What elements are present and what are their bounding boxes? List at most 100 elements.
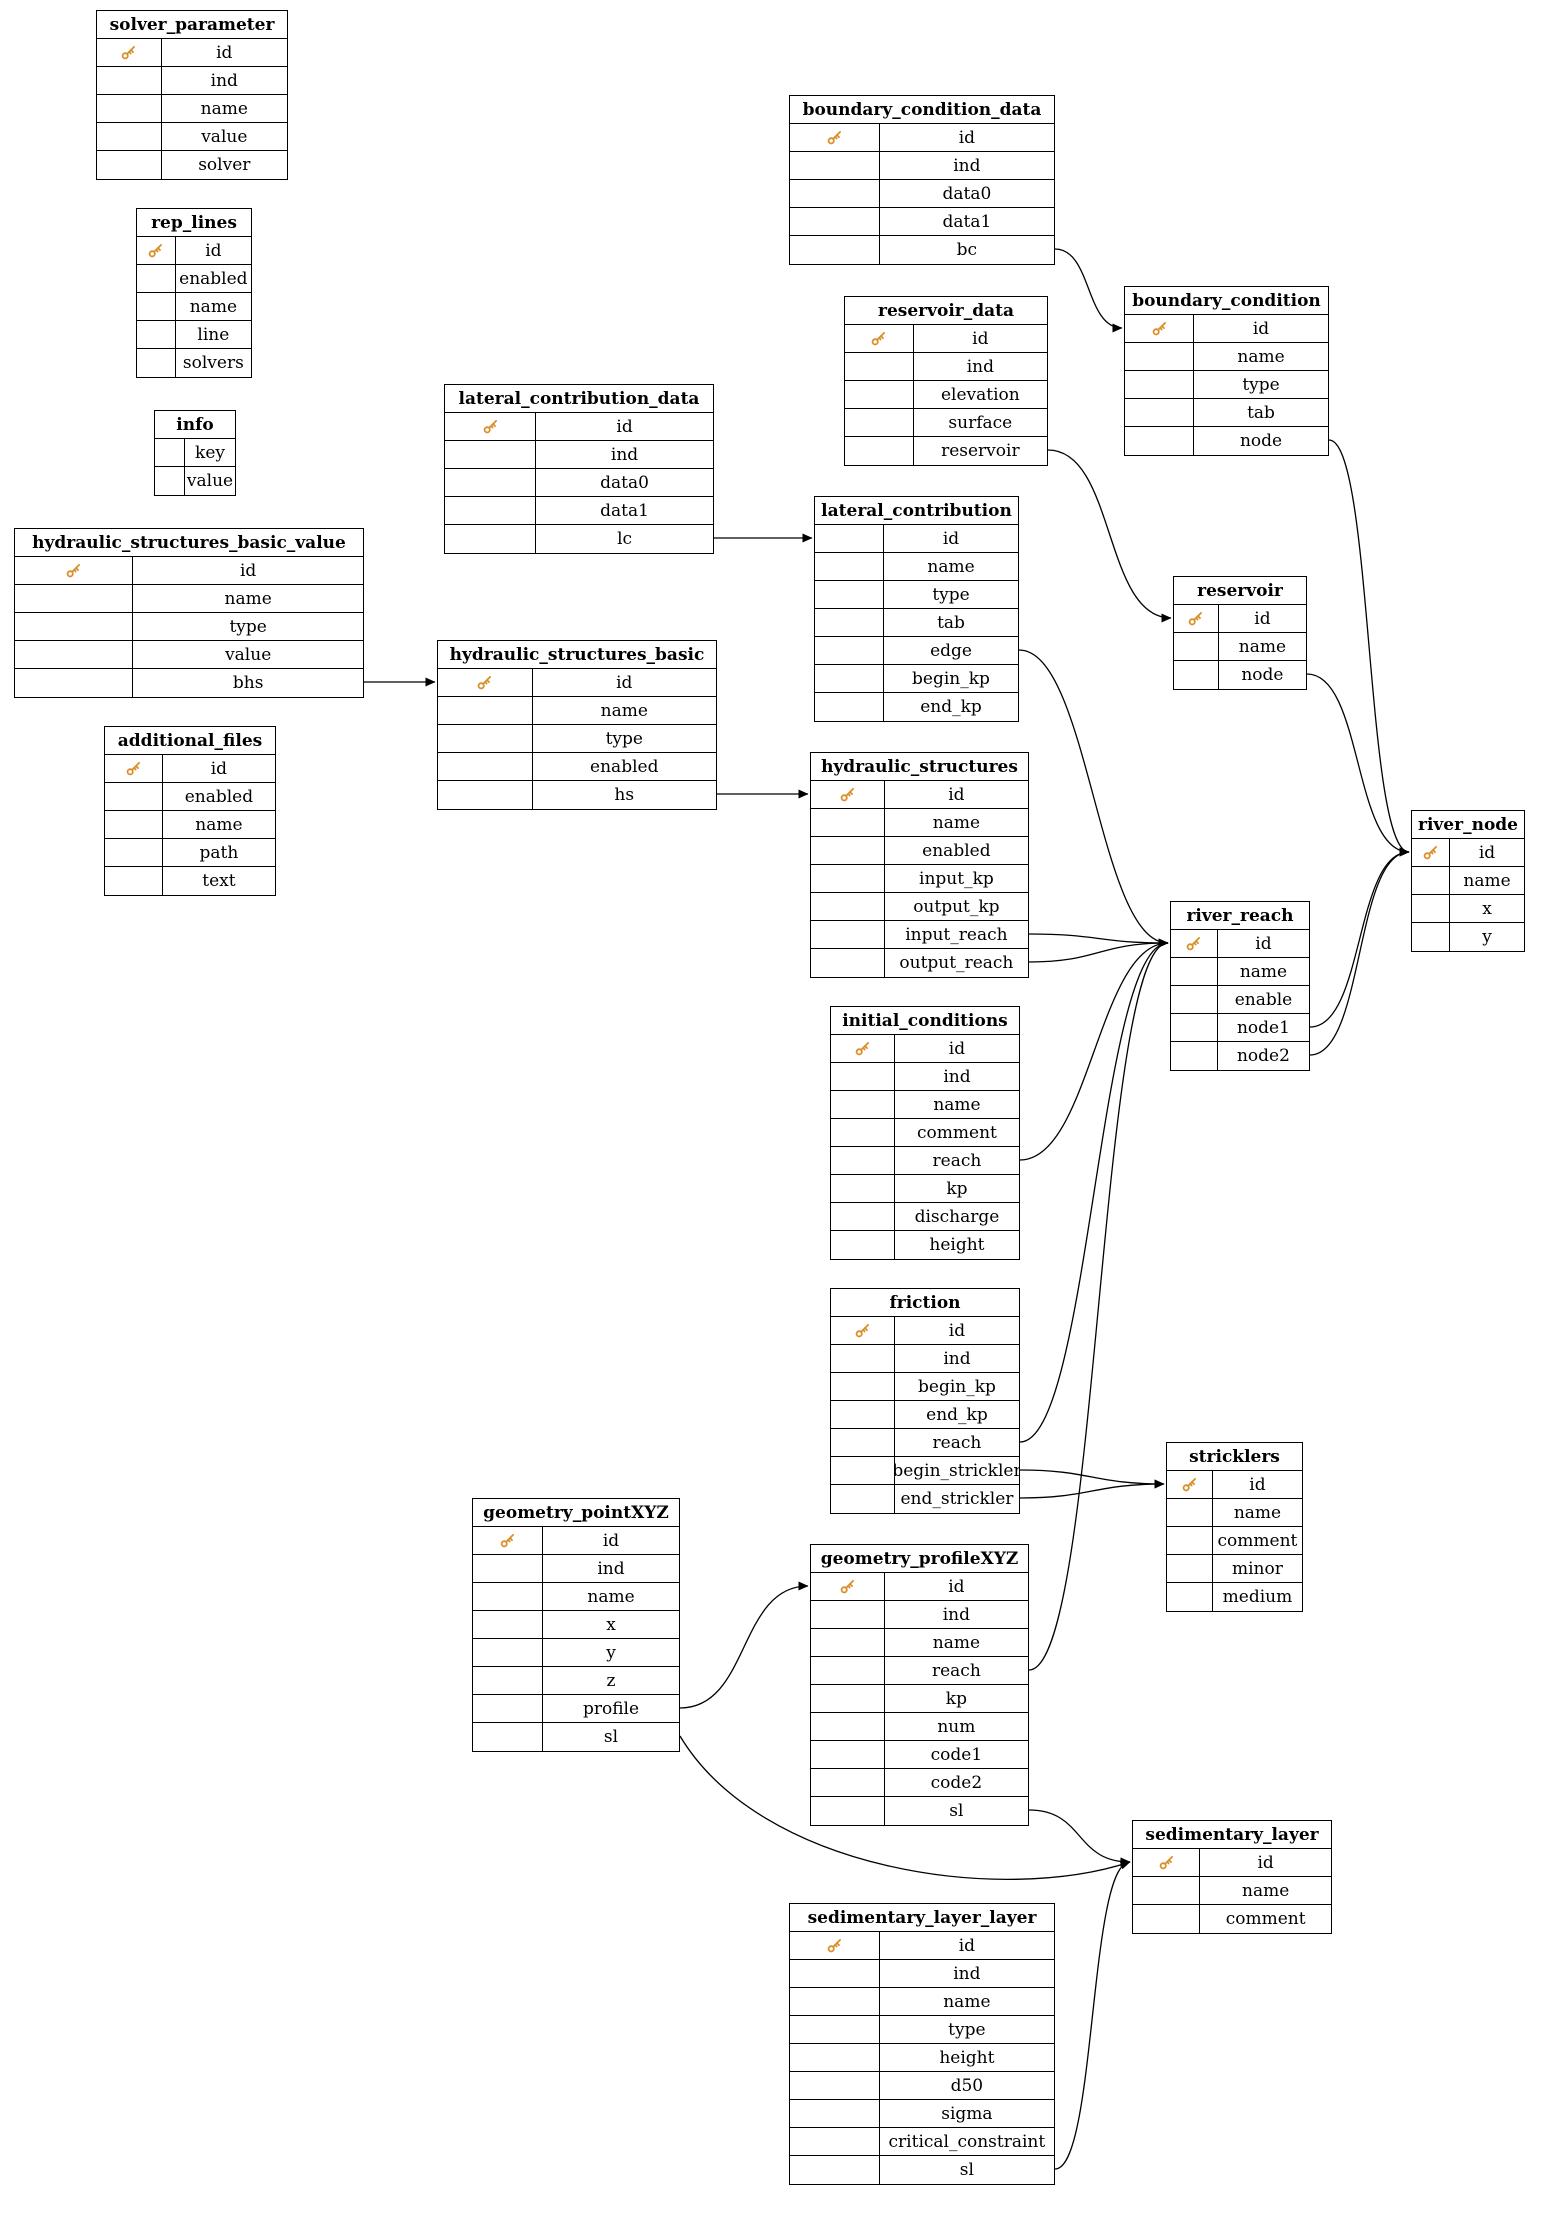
empty-key-cell [811, 1685, 885, 1712]
field-row-sedimentary_layer_layer-type: type [790, 2016, 1054, 2044]
field-row-reservoir_data-ind: ind [845, 353, 1047, 381]
primary-key-cell [1412, 839, 1451, 866]
field-row-additional_files-text: text [105, 867, 275, 895]
field-name: node2 [1236, 1046, 1290, 1066]
field-row-geometry_pointXYZ-z: z [473, 1667, 679, 1695]
field-name: bc [956, 240, 978, 260]
empty-key-cell [105, 867, 163, 895]
field-row-solver_parameter-id: id [97, 39, 287, 67]
field-name: critical_constraint [888, 2131, 1046, 2152]
field-row-solver_parameter-ind: ind [97, 67, 287, 95]
field-name: id [948, 1320, 966, 1341]
field-row-stricklers-medium: medium [1167, 1583, 1302, 1611]
relation-sedimentary_layer_layer.sl-to-sedimentary_layer [1054, 1857, 1131, 2170]
field-name: tab [937, 612, 965, 633]
field-name: z [606, 1670, 616, 1691]
empty-key-cell [811, 949, 885, 977]
empty-key-cell [473, 1611, 544, 1638]
empty-key-cell [137, 321, 176, 348]
table-title-initial_conditions: initial_conditions [831, 1007, 1019, 1035]
field-name: enabled [184, 786, 254, 807]
primary-key-cell [790, 1932, 880, 1959]
relation-geometry_pointXYZ.profile-to-geometry_profileXYZ [679, 1581, 809, 1709]
empty-key-cell [831, 1345, 895, 1372]
relation-friction.reach-to-river_reach [1019, 938, 1169, 1443]
empty-key-cell [137, 349, 176, 377]
field-name: reservoir [941, 441, 1020, 461]
field-name: medium [1222, 1587, 1293, 1607]
table-title-boundary_condition: boundary_condition [1125, 287, 1328, 315]
empty-key-cell [473, 1583, 544, 1610]
field-name: begin_kp [918, 1376, 996, 1397]
field-name: solver [198, 155, 251, 175]
primary-key-cell [445, 413, 537, 440]
field-name: sl [603, 1727, 619, 1747]
field-row-rep_lines-solvers: solvers [137, 349, 251, 377]
field-name: end_kp [920, 697, 982, 717]
empty-key-cell [473, 1695, 544, 1722]
empty-key-cell [1171, 986, 1218, 1013]
empty-key-cell [438, 753, 533, 780]
relation-geometry_profileXYZ.sl-to-sedimentary_layer [1028, 1809, 1131, 1867]
field-name: sl [949, 1801, 964, 1821]
field-name: ind [953, 1963, 981, 1984]
field-row-river_reach-node2: node2 [1171, 1042, 1309, 1070]
empty-key-cell [831, 1203, 895, 1230]
field-name: name [600, 700, 648, 721]
field-row-hydraulic_structures_basic-name: name [438, 697, 716, 725]
empty-key-cell [831, 1373, 895, 1400]
empty-key-cell [1167, 1499, 1213, 1526]
field-name: data0 [942, 183, 992, 204]
field-name: hs [614, 785, 635, 805]
field-name: name [1463, 870, 1511, 891]
field-row-boundary_condition-type: type [1125, 371, 1328, 399]
field-row-reservoir-id: id [1174, 605, 1306, 633]
field-name: height [939, 2047, 995, 2068]
field-name: kp [946, 1178, 968, 1199]
field-name: id [958, 1935, 976, 1956]
empty-key-cell [811, 865, 885, 892]
empty-key-cell [811, 921, 885, 948]
field-name: name [224, 588, 272, 609]
field-name: enabled [179, 268, 248, 289]
table-title-reservoir_data: reservoir_data [845, 297, 1047, 325]
field-name: end_kp [926, 1404, 988, 1425]
empty-key-cell [445, 525, 537, 553]
key-icon [500, 1533, 515, 1548]
empty-key-cell [790, 2156, 880, 2184]
empty-key-cell [845, 353, 914, 380]
field-row-geometry_profileXYZ-sl: sl [811, 1797, 1028, 1825]
field-name: value [225, 644, 272, 665]
field-name: name [1239, 961, 1288, 982]
field-row-additional_files-name: name [105, 811, 275, 839]
relation-geometry_profileXYZ.reach-to-river_reach [1028, 938, 1169, 1671]
field-name: name [1238, 636, 1287, 657]
field-name: output_kp [913, 896, 1000, 917]
empty-key-cell [97, 67, 162, 94]
empty-key-cell [815, 553, 885, 580]
field-row-stricklers-name: name [1167, 1499, 1302, 1527]
field-name: d50 [950, 2075, 984, 2096]
field-row-hydraulic_structures_basic_value-id: id [15, 557, 363, 585]
empty-key-cell [1167, 1583, 1213, 1611]
field-row-geometry_profileXYZ-reach: reach [811, 1657, 1028, 1685]
field-name: ind [610, 444, 639, 465]
field-name: node [1239, 431, 1283, 451]
table-title-boundary_condition_data: boundary_condition_data [790, 96, 1054, 124]
field-row-additional_files-enabled: enabled [105, 783, 275, 811]
empty-key-cell [137, 293, 176, 320]
table-title-geometry_profileXYZ: geometry_profileXYZ [811, 1545, 1028, 1573]
key-icon [66, 563, 81, 578]
field-row-lateral_contribution-begin_kp: begin_kp [815, 665, 1018, 693]
field-row-sedimentary_layer_layer-sl: sl [790, 2156, 1054, 2184]
empty-key-cell [1171, 1014, 1218, 1041]
key-icon [149, 243, 163, 258]
empty-key-cell [831, 1175, 895, 1202]
